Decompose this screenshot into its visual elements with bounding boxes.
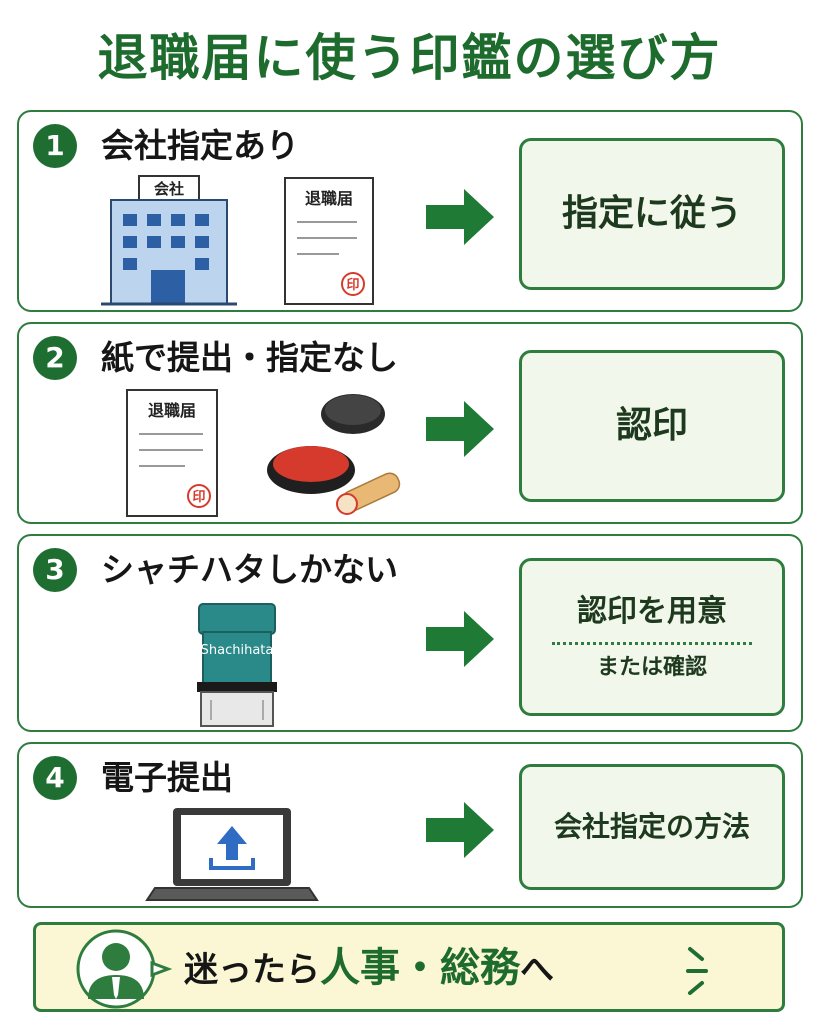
result-divider <box>552 641 752 645</box>
document-title-text: 退職届 <box>148 401 196 420</box>
stamp-brand-text: Shachihata <box>201 643 274 658</box>
self-inking-stamp-icon: Shachihata <box>197 603 277 727</box>
arrow-right-icon <box>426 189 494 245</box>
page-title: 退職届に使う印鑑の選び方 <box>97 29 722 87</box>
step-number-4: 4 <box>33 756 77 800</box>
step-card-1: 1 会社指定あり 会社 退職届 印 指定に従う <box>17 110 803 312</box>
upload-icon <box>209 826 255 870</box>
result-main-text-3: 認印を用意 <box>577 593 727 629</box>
emphasis-lines-icon <box>686 947 708 995</box>
shachihata-stamp-illustration: Shachihata <box>197 603 277 727</box>
person-avatar-icon <box>76 929 173 1009</box>
arrow-right-icon <box>426 611 494 667</box>
step-heading-3: シャチハタしかない <box>101 550 398 589</box>
seal-mark-text: 印 <box>346 278 359 293</box>
advice-banner: 迷ったら人事・総務へ <box>33 922 785 1012</box>
building-icon: 会社 <box>101 175 237 306</box>
result-sub-text-3: または確認 <box>596 654 707 680</box>
step-heading-1: 会社指定あり <box>101 126 299 165</box>
document-title-text: 退職届 <box>305 189 353 208</box>
arrow-right-icon <box>426 802 494 858</box>
result-box-4: 会社指定の方法 <box>519 764 785 890</box>
result-box-1: 指定に従う <box>519 138 785 290</box>
resignation-document-icon: 退職届 印 <box>284 177 374 305</box>
step-card-3: 3 シャチハタしかない Shachihata 認印を用意 または確認 <box>17 534 803 732</box>
advice-part-1: 迷ったら <box>184 950 320 990</box>
company-sign-text: 会社 <box>154 180 184 198</box>
step-heading-2: 紙で提出・指定なし <box>101 338 398 377</box>
step-number-3: 3 <box>33 548 77 592</box>
advice-part-2: 人事・総務 <box>320 945 520 991</box>
arrow-right-icon <box>426 401 494 457</box>
resignation-document-icon: 退職届 印 <box>126 389 218 517</box>
laptop-upload-illustration <box>145 808 319 901</box>
seal-mark-text: 印 <box>192 490 205 505</box>
result-text-4: 会社指定の方法 <box>553 810 750 843</box>
hanko-stamp-icon <box>336 472 401 515</box>
result-text-1: 指定に従う <box>561 193 742 234</box>
step-card-4: 4 電子提出 会社指定の方法 <box>17 742 803 908</box>
ink-pad-icon <box>267 394 385 494</box>
document-inkpad-illustration: 退職届 印 <box>126 389 401 517</box>
step-number-2: 2 <box>33 336 77 380</box>
step-number-1: 1 <box>33 124 77 168</box>
company-document-illustration: 会社 退職届 印 <box>101 175 374 306</box>
result-box-2: 認印 <box>519 350 785 502</box>
step-card-2: 2 紙で提出・指定なし 退職届 印 認印 <box>17 322 803 524</box>
advice-part-3: へ <box>520 950 554 990</box>
step-heading-4: 電子提出 <box>101 758 233 797</box>
result-box-3: 認印を用意 または確認 <box>519 558 785 716</box>
result-text-2: 認印 <box>615 405 688 446</box>
advice-message: 迷ったら人事・総務へ <box>184 939 554 997</box>
